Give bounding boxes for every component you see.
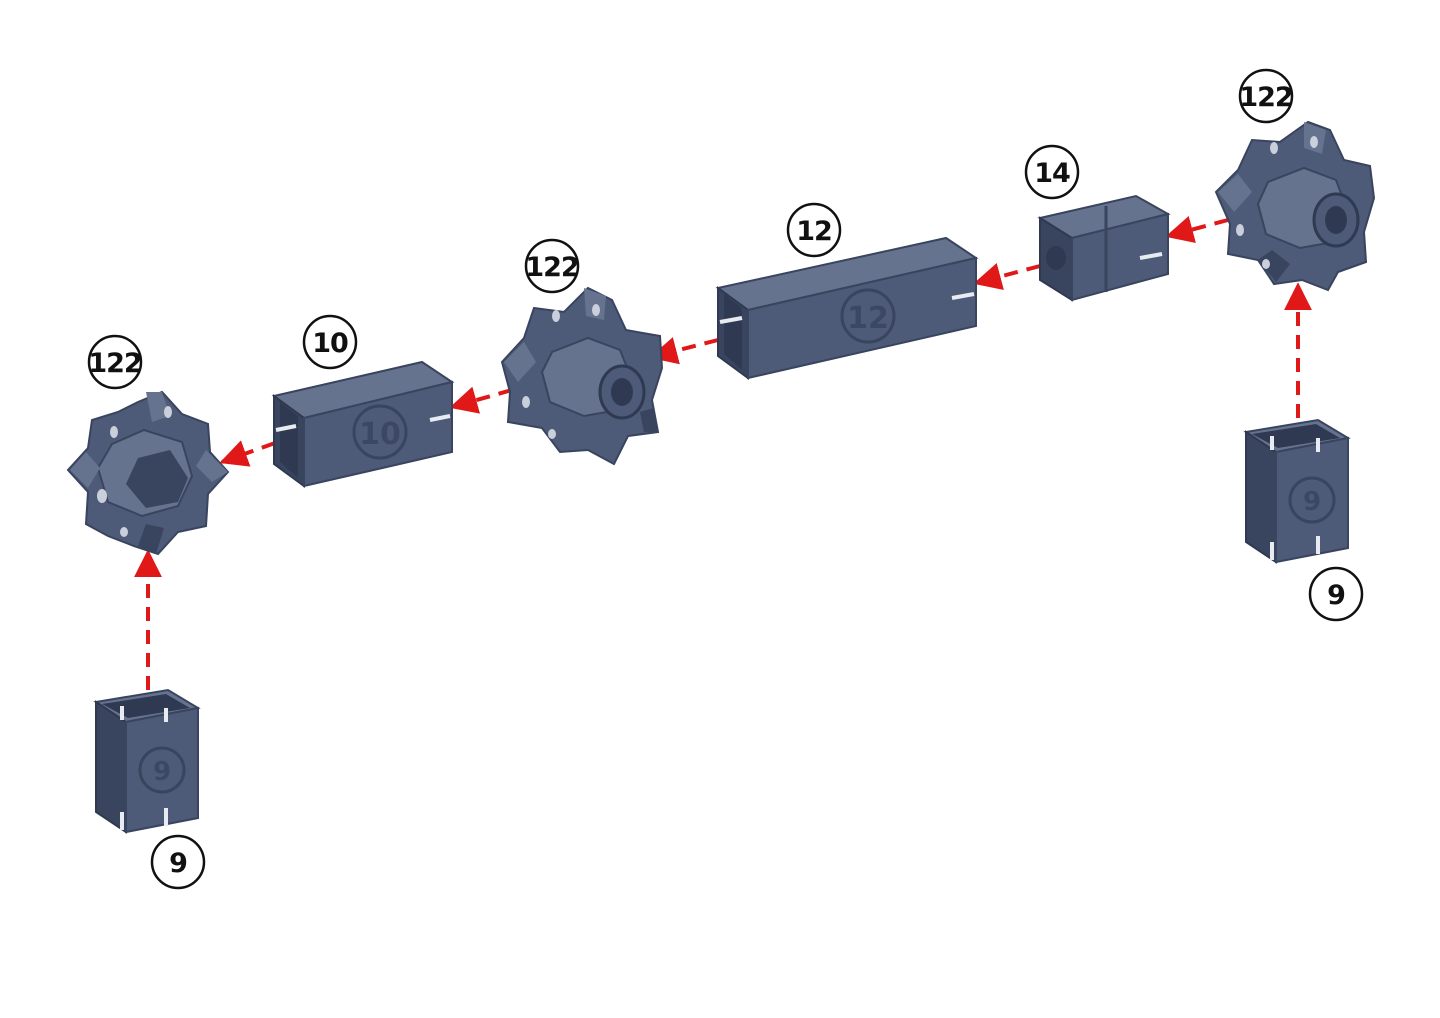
tube-10-embossed-number: 10	[359, 417, 401, 452]
tube-9-right-embossed-number: 9	[1303, 487, 1321, 517]
label-connector-right: 122	[1239, 70, 1292, 122]
tube-12: 12	[718, 238, 976, 378]
tube-9-right: 9	[1246, 420, 1348, 562]
tube-10: 10	[274, 362, 452, 486]
label-tube-12: 12	[788, 204, 840, 256]
label-connector-mid-text: 122	[525, 252, 578, 283]
label-tube-9-right-text: 9	[1327, 580, 1345, 611]
label-connector-left-text: 122	[88, 348, 141, 379]
connector-122-left	[68, 392, 228, 554]
connector-122-mid	[502, 288, 662, 464]
label-connector-left: 122	[88, 336, 141, 388]
arrow-tube14-to-tube12	[976, 266, 1040, 283]
arrow-connector-mid-to-tube10	[452, 390, 512, 407]
label-tube-9-left-text: 9	[169, 848, 187, 879]
label-tube-9-right: 9	[1310, 568, 1362, 620]
arrow-connector-right-to-tube14	[1168, 220, 1228, 236]
tube-9-left-embossed-number: 9	[153, 757, 171, 787]
arrow-tube10-to-connector-left	[222, 443, 275, 462]
label-tube-10-text: 10	[312, 328, 348, 359]
tube-9-left: 9	[96, 690, 198, 832]
part-labels: 122 10 122 12 14 122 9 9	[88, 70, 1362, 888]
label-tube-9-left: 9	[152, 836, 204, 888]
label-tube-14: 14	[1026, 146, 1078, 198]
tube-12-embossed-number: 12	[847, 301, 889, 336]
label-connector-mid: 122	[525, 240, 578, 292]
tube-14	[1040, 196, 1168, 300]
label-tube-12-text: 12	[796, 216, 832, 247]
label-tube-14-text: 14	[1034, 158, 1070, 189]
label-tube-10: 10	[304, 316, 356, 368]
label-connector-right-text: 122	[1239, 82, 1292, 113]
connector-122-right	[1216, 122, 1374, 290]
